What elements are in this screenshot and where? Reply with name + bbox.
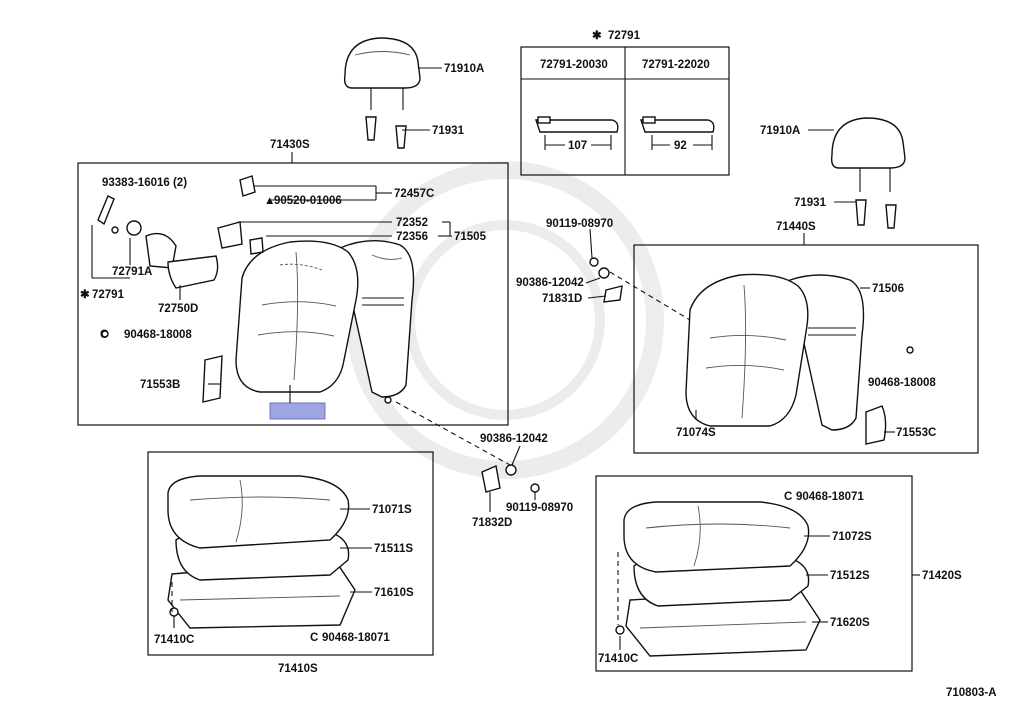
clip-glyph-lower-right: C — [784, 491, 792, 503]
callout-screw-90119-mid: 90119-08970 — [506, 502, 573, 514]
callout-recliner-72791: 72791 — [92, 289, 125, 301]
callout-headrest-guide-left: 71931 — [432, 125, 465, 137]
inset-title: 72791 — [608, 30, 641, 42]
callout-panel-72750d: 72750D — [158, 303, 198, 315]
highlighted-region — [269, 402, 326, 420]
inset-dim-107: 107 — [568, 140, 587, 152]
callout-headrest-guide-right: 71931 — [794, 197, 827, 209]
inset-col2-header: 72791-22020 — [642, 59, 710, 71]
inset-dim-92: 92 — [674, 140, 687, 152]
callout-seatback-assy-left: 71430S — [270, 139, 310, 151]
callout-knob-72791a: 72791A — [112, 266, 152, 278]
callout-bracket-71832d: 71832D — [472, 517, 512, 529]
callout-seatback-assy-right: 71440S — [776, 221, 816, 233]
callout-cover-71410c-right: 71410C — [598, 653, 638, 665]
callout-cover-71505: 71505 — [454, 231, 487, 243]
callout-headrest-left: 71910A — [444, 63, 484, 75]
callout-screw-93383: 93383-16016 (2) — [102, 177, 187, 189]
callout-pad-71511s: 71511S — [374, 543, 413, 555]
callout-frame-71620s: 71620S — [830, 617, 870, 629]
inset-table — [520, 46, 730, 176]
callout-clip-90468-lower-right: 90468-18071 — [796, 491, 864, 503]
callout-cushion-assy-right: 71420S — [922, 570, 962, 582]
callout-part-72352: 72352 — [396, 217, 428, 229]
callout-part-72356: 72356 — [396, 231, 428, 243]
seatback-right-box — [633, 244, 979, 454]
callout-cushion-assy-left: 71410S — [278, 663, 318, 675]
cushion-left-box — [147, 451, 434, 656]
callout-cover-71506: 71506 — [872, 283, 904, 295]
seatback-right-drawing — [685, 273, 914, 445]
callout-cushion-71071s: 71071S — [372, 504, 412, 516]
left-hardware — [97, 175, 264, 403]
callout-clip-90468-right: 90468-18008 — [868, 377, 936, 389]
callout-bolt-90520: 90520-01006 — [274, 195, 342, 207]
cushion-left-drawing — [167, 475, 356, 629]
callout-screw-90119-top: 90119-08970 — [546, 218, 613, 230]
callout-cover-71553b: 71553B — [140, 379, 180, 391]
asterisk-marker-inset: ✱ — [592, 30, 602, 42]
cushion-right-drawing — [615, 501, 821, 657]
callout-clip-90468-left: 90468-18008 — [124, 329, 192, 341]
callout-clip-90468-lower-left: 90468-18071 — [322, 632, 390, 644]
callout-cushion-71072s: 71072S — [832, 531, 872, 543]
callout-nut-90386-top: 90386-12042 — [516, 277, 584, 289]
seatback-left-box — [77, 162, 509, 426]
callout-pad-71074s: 71074S — [676, 427, 716, 439]
callout-frame-71610s: 71610S — [374, 587, 414, 599]
leader-lines — [91, 67, 920, 650]
callout-pad-71512s: 71512S — [830, 570, 870, 582]
inset-col1-header: 72791-20030 — [540, 59, 608, 71]
seatback-left-drawing — [235, 240, 415, 404]
callout-cover-72457c: 72457C — [394, 188, 434, 200]
center-hardware — [481, 257, 623, 493]
callout-nut-90386-mid: 90386-12042 — [480, 433, 548, 445]
clip-glyph-left: C — [100, 329, 108, 341]
cushion-right-box — [595, 475, 913, 672]
headrest-right-drawing — [830, 117, 906, 229]
callout-bracket-71831d: 71831D — [542, 293, 582, 305]
headrest-left-drawing — [343, 37, 421, 149]
callout-cover-71553c: 71553C — [896, 427, 936, 439]
clip-glyph-lower-left: C — [310, 632, 318, 644]
callout-headrest-right: 71910A — [760, 125, 800, 137]
arrow-marker-bolt: ▲ — [264, 195, 275, 207]
figure-number: 710803-A — [946, 687, 997, 699]
callout-cover-71410c-left: 71410C — [154, 634, 194, 646]
asterisk-marker-left: ✱ — [80, 289, 90, 301]
